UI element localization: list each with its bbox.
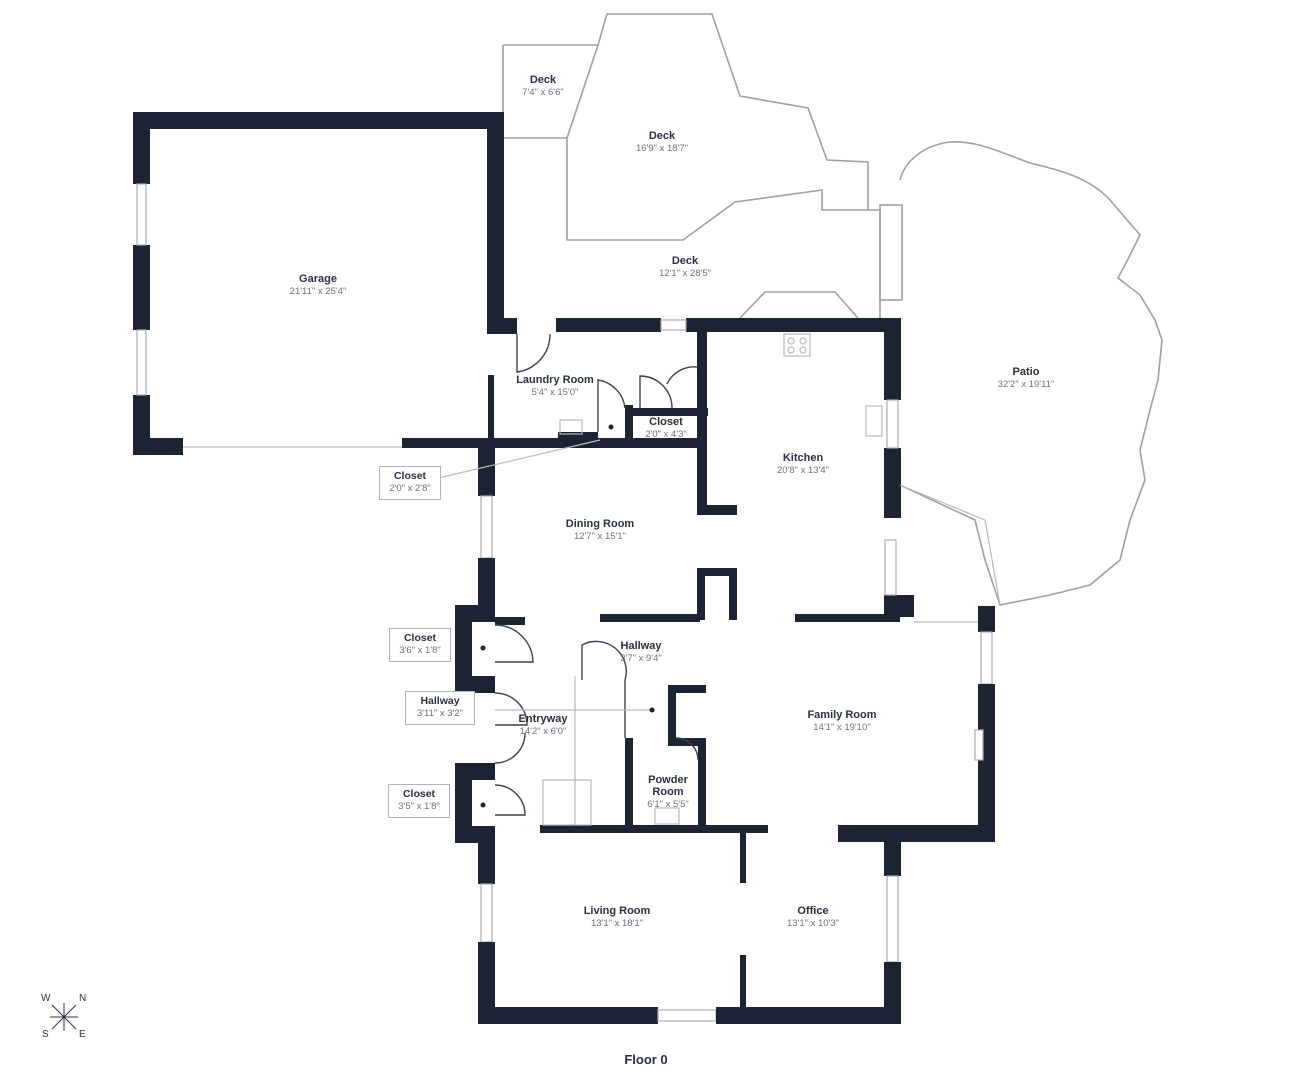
compass-s: S — [42, 1029, 49, 1040]
room-label-garage: Garage 21'11" x 25'4" — [290, 273, 347, 298]
room-dims: 14'1" x 19'10" — [813, 722, 871, 733]
callout-name: Closet — [393, 470, 427, 482]
callout-dims: 3'6" x 1'8" — [399, 645, 441, 656]
room-name: Family Room — [807, 709, 877, 721]
room-name: Hallway — [620, 640, 662, 652]
room-label-dining: Dining Room 12'7" x 15'1" — [566, 518, 634, 543]
room-dims: 12'1" x 28'5" — [658, 268, 712, 279]
room-label-deck-main: Deck 16'9" x 18'7" — [636, 130, 688, 155]
door-swings — [429, 333, 1001, 826]
callout-dims: 3'5" x 1'8" — [398, 801, 440, 812]
room-name: Garage — [299, 273, 337, 285]
compass-w: W — [41, 993, 51, 1004]
room-name: Dining Room — [565, 518, 635, 530]
callout-name: Closet — [403, 632, 437, 644]
room-dims: 6'1" x 5'5" — [647, 799, 689, 810]
deck-outline — [502, 13, 903, 320]
callout-name: Closet — [402, 788, 436, 800]
compass-n: N — [79, 993, 87, 1004]
room-label-hallway-center: Hallway 3'7" x 9'4" — [620, 640, 662, 665]
room-name: Patio — [1012, 366, 1040, 378]
callout-dims: 3'11" x 3'2" — [416, 708, 464, 719]
room-name: Deck — [671, 255, 699, 267]
room-dims: 14'2" x 6'0" — [519, 726, 567, 737]
room-name: Powder Room — [648, 774, 688, 798]
callout-closet-b: Closet 3'6" x 1'8" — [389, 628, 451, 662]
room-name: Kitchen — [782, 452, 824, 464]
room-label-office: Office 13'1" x 10'3" — [787, 905, 839, 930]
room-dims: 12'7" x 15'1" — [573, 531, 627, 542]
house-walls — [402, 318, 995, 1024]
room-label-closet-upper: Closet 2'0" x 4'3" — [645, 416, 687, 441]
room-dims: 2'0" x 4'3" — [645, 429, 687, 440]
room-dims: 3'7" x 9'4" — [620, 653, 662, 664]
room-dims: 13'1" x 18'1" — [590, 918, 644, 929]
room-label-laundry: Laundry Room 5'4" x 15'0" — [516, 374, 594, 399]
compass-icon — [50, 1003, 78, 1031]
room-dims: 21'11" x 25'4" — [289, 286, 347, 297]
callout-name: Hallway — [420, 695, 460, 707]
room-label-powder: Powder Room 6'1" x 5'5" — [643, 774, 693, 811]
room-label-patio: Patio 32'2" x 19'11" — [998, 366, 1055, 391]
room-label-entryway: Entryway 14'2" x 6'0" — [519, 713, 568, 738]
room-dims: 20'8" x 13'4" — [776, 465, 830, 476]
room-dims: 7'4" x 6'6" — [522, 87, 564, 98]
room-name: Living Room — [583, 905, 651, 917]
room-label-deck-lower: Deck 12'1" x 28'5" — [659, 255, 711, 280]
patio-outline — [899, 141, 1163, 606]
callout-closet-c: Closet 3'5" x 1'8" — [388, 784, 450, 818]
room-label-deck-small: Deck 7'4" x 6'6" — [522, 74, 564, 99]
floor-label: Floor 0 — [624, 1052, 668, 1067]
room-label-kitchen: Kitchen 20'8" x 13'4" — [777, 452, 829, 477]
callout-dims: 2'0" x 2'8" — [389, 483, 431, 494]
compass-e: E — [79, 1029, 86, 1040]
callout-closet-a: Closet 2'0" x 2'8" — [379, 466, 441, 500]
room-name: Deck — [648, 130, 676, 142]
room-name: Laundry Room — [516, 374, 594, 386]
room-dims: 13'1" x 10'3" — [786, 918, 840, 929]
room-dims: 16'9" x 18'7" — [635, 143, 689, 154]
room-name: Deck — [529, 74, 557, 86]
room-dims: 32'2" x 19'11" — [997, 379, 1055, 390]
room-name: Entryway — [518, 713, 568, 725]
room-label-family: Family Room 14'1" x 19'10" — [807, 709, 876, 734]
callout-hallway-b: Hallway 3'11" x 3'2" — [405, 691, 475, 725]
room-label-living: Living Room 13'1" x 18'1" — [584, 905, 651, 930]
room-dims: 5'4" x 15'0" — [531, 387, 579, 398]
garage-walls — [133, 112, 517, 455]
room-name: Closet — [649, 416, 683, 428]
room-name: Office — [797, 905, 829, 917]
